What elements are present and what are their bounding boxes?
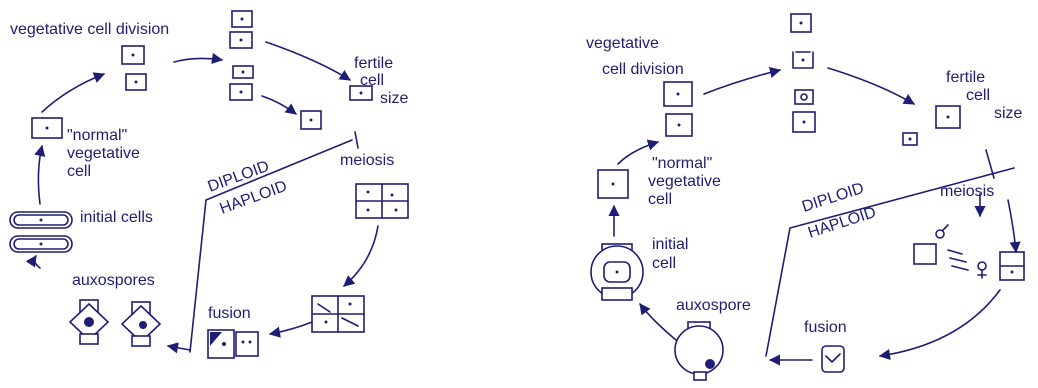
arrow-normal-to-division — [42, 74, 104, 112]
label-auxospores: auxospores — [72, 272, 155, 289]
arrow-to-fertile — [828, 68, 914, 104]
label-normal: "normal" — [652, 155, 712, 172]
small-cell — [301, 111, 321, 129]
left-diagram: vegetative cell division fertile cell si… — [10, 11, 409, 358]
division-cells — [664, 82, 692, 136]
label-size: size — [994, 105, 1023, 122]
auxospores — [70, 300, 160, 346]
fusion-cells — [208, 330, 258, 358]
label-vegetative-2: vegetative — [648, 173, 721, 190]
fertile-cell — [350, 86, 372, 100]
gametes — [914, 225, 1024, 280]
arrow-auxospore-to-initial — [35, 256, 40, 268]
arrow-to-small-cell — [262, 96, 296, 114]
arrow-to-fertile — [266, 42, 350, 80]
small-cell — [903, 133, 917, 145]
label-fertile: fertile — [946, 69, 985, 86]
arrow-initial-to-normal — [38, 146, 42, 204]
arrow-fusion-to-auxospores — [168, 346, 190, 350]
label-fusion: fusion — [208, 305, 251, 322]
label-meiosis: meiosis — [340, 152, 394, 169]
cell-stack-top — [230, 11, 253, 100]
arrow-division-to-stack — [174, 58, 222, 62]
fusion-cell — [822, 346, 844, 372]
normal-vegetative-cell — [598, 170, 628, 198]
auxospore — [675, 322, 723, 380]
label-initial: initial — [652, 236, 688, 253]
arrow-division-to-stack — [704, 70, 780, 94]
meiosis-cells — [356, 184, 408, 218]
label-fertile: fertile — [354, 55, 393, 72]
gamete-cells — [312, 296, 364, 332]
cell-stack-top — [791, 14, 815, 132]
label-cell-division: cell division — [602, 61, 684, 78]
label-fusion: fusion — [804, 319, 847, 336]
label-normal: "normal" — [67, 127, 127, 144]
initial-cells — [10, 212, 72, 252]
label-vegetative: vegetative — [67, 145, 140, 162]
label-initial-cell: cell — [652, 255, 676, 272]
label-auxospore: auxospore — [676, 297, 751, 314]
arrow-to-fusion — [270, 322, 312, 334]
label-size: size — [380, 90, 409, 107]
arrow-meiosis-to-gametes — [344, 226, 378, 286]
arrow-to-fusion — [880, 290, 1000, 356]
boundary-tick — [355, 132, 358, 148]
label-vegetative-cell-division: vegetative cell division — [10, 21, 169, 38]
right-diagram: vegetative cell division fertile cell si… — [586, 14, 1024, 380]
fertile-cell — [936, 106, 960, 128]
label-cell: cell — [966, 87, 990, 104]
initial-cell — [591, 244, 643, 300]
arrow-meiosis-down-2 — [1008, 200, 1016, 252]
label-normal-cell: cell — [648, 191, 672, 208]
normal-vegetative-cell — [32, 118, 62, 138]
label-vegetative: vegetative — [586, 35, 659, 52]
label-initial-cells: initial cells — [80, 209, 153, 226]
label-normal-cell: cell — [67, 163, 91, 180]
arrow-auxospore-to-initial — [640, 304, 676, 340]
cell-division-pair — [122, 46, 146, 90]
